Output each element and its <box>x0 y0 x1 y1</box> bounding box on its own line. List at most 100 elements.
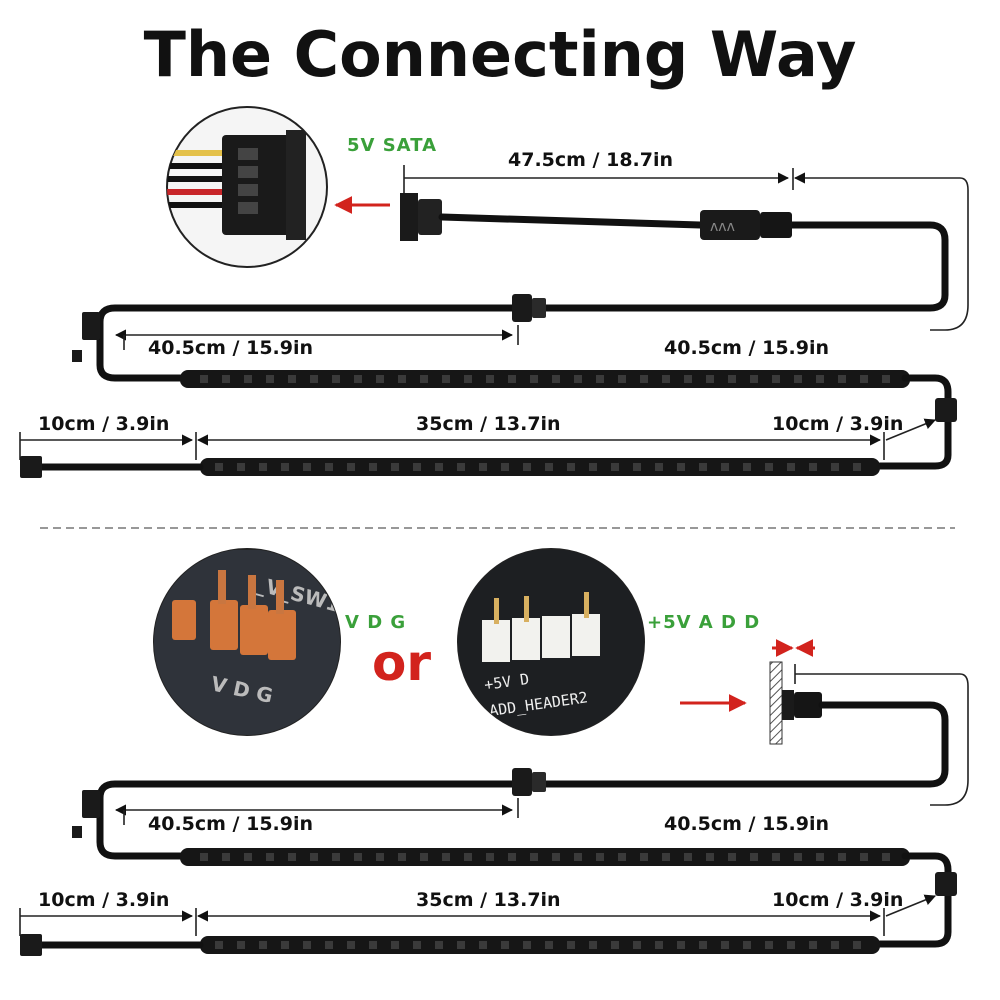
left-connector-bottom <box>82 790 100 818</box>
led-chip <box>486 853 494 861</box>
page-title: The Connecting Way <box>144 18 857 91</box>
led-chip <box>706 375 714 383</box>
rgb-controller: ʌʌʌ <box>700 210 792 240</box>
led-strip-top-lower <box>200 458 880 476</box>
led-chip <box>838 853 846 861</box>
sata-connector-closeup <box>166 106 328 268</box>
led-chip <box>794 853 802 861</box>
led-chip <box>464 375 472 383</box>
led-chip <box>706 853 714 861</box>
led-chip <box>354 375 362 383</box>
led-chip <box>662 853 670 861</box>
led-chip <box>508 853 516 861</box>
dim-right-cable-bottom: 40.5cm / 15.9in <box>664 813 829 835</box>
led-chip <box>457 463 465 471</box>
led-chip <box>442 375 450 383</box>
led-chip <box>281 463 289 471</box>
led-chip <box>310 375 318 383</box>
led-chip <box>743 941 751 949</box>
led-chip <box>809 463 817 471</box>
led-chip <box>640 375 648 383</box>
led-chip <box>237 463 245 471</box>
led-chip <box>501 941 509 949</box>
led-chip <box>369 941 377 949</box>
led-chip <box>794 375 802 383</box>
led-chip <box>266 853 274 861</box>
right-connector-top <box>935 398 957 422</box>
led-chip <box>222 853 230 861</box>
led-chip <box>479 463 487 471</box>
led-chip <box>435 941 443 949</box>
led-chip <box>787 463 795 471</box>
led-chip <box>816 853 824 861</box>
led-chip <box>398 375 406 383</box>
cable-sata-to-controller <box>438 213 704 229</box>
led-chip <box>288 853 296 861</box>
led-chip <box>728 375 736 383</box>
right-connector-bottom <box>935 872 957 896</box>
led-chip <box>721 463 729 471</box>
dim-left-cable-bottom: 40.5cm / 15.9in <box>148 813 313 835</box>
led-chip <box>347 463 355 471</box>
led-chip <box>391 941 399 949</box>
label-5v-sata: 5V SATA <box>347 135 437 156</box>
led-chip <box>215 463 223 471</box>
dim-strip-bottom: 35cm / 13.7in <box>416 889 561 911</box>
led-strip-top-upper <box>180 370 910 388</box>
led-chip <box>354 853 362 861</box>
led-chip <box>772 375 780 383</box>
led-chip <box>222 375 230 383</box>
label-or: or <box>372 634 431 692</box>
led-chip <box>347 941 355 949</box>
led-chip <box>765 463 773 471</box>
led-chip <box>303 941 311 949</box>
led-chip <box>325 463 333 471</box>
led-chip <box>750 853 758 861</box>
label-vdg: V D G <box>345 612 406 633</box>
led-chip <box>640 853 648 861</box>
left-connector-top <box>82 312 100 340</box>
add-header-closeup: +5V D ADD_HEADER2 <box>457 548 645 736</box>
led-chip <box>325 941 333 949</box>
led-chip <box>677 463 685 471</box>
led-chip <box>376 375 384 383</box>
led-chip <box>435 463 443 471</box>
cable-right-turn-bottom <box>876 852 952 948</box>
led-chip <box>838 375 846 383</box>
led-chip <box>750 375 758 383</box>
dim-left-cable-top: 40.5cm / 15.9in <box>148 337 313 359</box>
dim-tail-top: 10cm / 3.9in <box>38 413 169 435</box>
led-chip <box>765 941 773 949</box>
led-chip <box>860 853 868 861</box>
dim-controller-length: 47.5cm / 18.7in <box>508 149 673 171</box>
led-chip <box>853 941 861 949</box>
led-strip-bottom-upper <box>180 848 910 866</box>
svg-text:ʌʌʌ: ʌʌʌ <box>710 219 735 235</box>
led-chip <box>882 375 890 383</box>
dim-tail-bottom: 10cm / 3.9in <box>38 889 169 911</box>
led-chip <box>215 941 223 949</box>
led-chip <box>831 463 839 471</box>
led-chip <box>244 853 252 861</box>
label-5v-add: +5V A D D <box>647 612 760 633</box>
led-chip <box>772 853 780 861</box>
led-chip <box>508 375 516 383</box>
led-chip <box>545 463 553 471</box>
led-chip <box>567 941 575 949</box>
led-chip <box>589 941 597 949</box>
led-chip <box>413 941 421 949</box>
led-chip <box>332 853 340 861</box>
led-chip <box>259 941 267 949</box>
led-chip <box>200 375 208 383</box>
tail-plug-bottom <box>20 934 42 956</box>
led-chip <box>853 463 861 471</box>
led-chip <box>420 375 428 383</box>
led-chip <box>677 941 685 949</box>
vdg-header-closeup: _V_SW1 V D G <box>153 548 341 736</box>
cable-right-turn-top <box>876 374 952 470</box>
led-chip <box>662 375 670 383</box>
led-strip-bottom-lower <box>200 936 880 954</box>
dim-right-cable-top: 40.5cm / 15.9in <box>664 337 829 359</box>
led-chip <box>369 463 377 471</box>
led-chip <box>501 463 509 471</box>
